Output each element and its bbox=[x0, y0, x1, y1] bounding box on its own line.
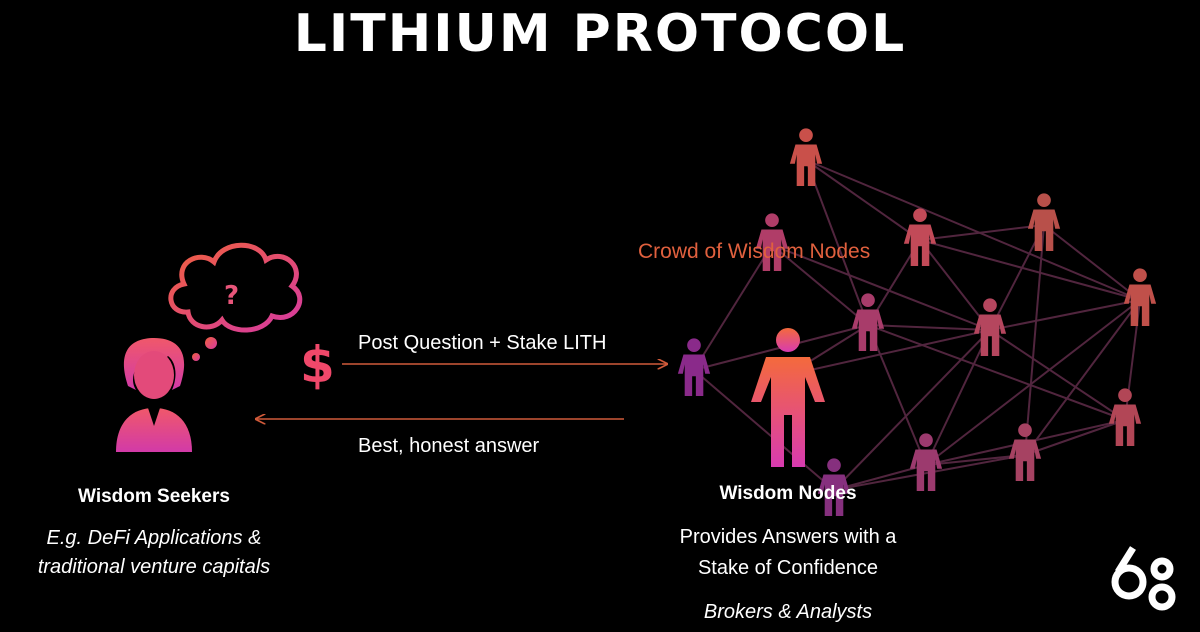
person-icon bbox=[851, 293, 885, 352]
person-icon bbox=[755, 213, 789, 272]
network-edge bbox=[833, 329, 991, 491]
dollar-icon: $ bbox=[300, 336, 335, 394]
person-icon bbox=[817, 458, 851, 517]
network-edge bbox=[925, 454, 1026, 466]
page-title: LITHIUM PROTOCOL bbox=[293, 4, 907, 64]
person-icon bbox=[1108, 388, 1142, 447]
answer-label: Best, honest answer bbox=[358, 435, 540, 457]
person-icon bbox=[1008, 423, 1042, 482]
person-icon bbox=[677, 338, 711, 397]
network-edge bbox=[867, 324, 991, 331]
network-edge bbox=[771, 244, 991, 331]
network-edge bbox=[989, 329, 1126, 421]
wisdom-nodes-description: Provides Answers with a bbox=[679, 526, 897, 548]
person-icon bbox=[789, 128, 823, 187]
network-edge bbox=[1024, 419, 1126, 456]
network-edge bbox=[1024, 224, 1045, 456]
wisdom-nodes-description: Stake of Confidence bbox=[697, 557, 879, 579]
network-edge bbox=[867, 324, 927, 466]
network-edge bbox=[805, 159, 1141, 301]
network-edge bbox=[693, 244, 773, 371]
wisdom-node-person-icon bbox=[751, 328, 825, 467]
network-edge bbox=[833, 464, 927, 491]
network-edge bbox=[693, 369, 835, 491]
network-edge bbox=[919, 224, 1045, 241]
network-edge bbox=[867, 324, 1126, 421]
network-edge bbox=[1024, 299, 1141, 456]
network-edge bbox=[925, 329, 991, 466]
woman-icon bbox=[116, 338, 192, 452]
network-edge bbox=[787, 329, 991, 376]
wisdom-seekers-description: E.g. DeFi Applications & bbox=[46, 527, 262, 549]
wisdom-seekers-description: traditional venture capitals bbox=[37, 556, 271, 578]
person-icon bbox=[973, 298, 1007, 357]
wisdom-nodes-title: Wisdom Nodes bbox=[719, 483, 857, 504]
wisdom-seekers-title: Wisdom Seekers bbox=[78, 486, 230, 507]
person-icon bbox=[1123, 268, 1157, 327]
post-question-label: Post Question + Stake LITH bbox=[358, 332, 607, 354]
logo-icon bbox=[1111, 546, 1176, 611]
network-edge bbox=[925, 299, 1141, 466]
network-edge bbox=[919, 239, 1141, 301]
network-edge bbox=[771, 244, 869, 326]
person-icon bbox=[903, 208, 937, 267]
thought-bubble-icon bbox=[168, 242, 303, 361]
person-icon bbox=[909, 433, 943, 492]
network-edge bbox=[805, 159, 869, 326]
network-edge bbox=[989, 299, 1141, 331]
network-edge bbox=[1043, 224, 1141, 301]
question-mark-icon: ? bbox=[224, 281, 240, 311]
crowd-label: Crowd of Wisdom Nodes bbox=[638, 240, 871, 263]
network-edge bbox=[919, 239, 991, 331]
wisdom-nodes-subtext: Brokers & Analysts bbox=[703, 601, 873, 623]
person-icon bbox=[1027, 193, 1061, 252]
network-edge bbox=[805, 159, 921, 241]
